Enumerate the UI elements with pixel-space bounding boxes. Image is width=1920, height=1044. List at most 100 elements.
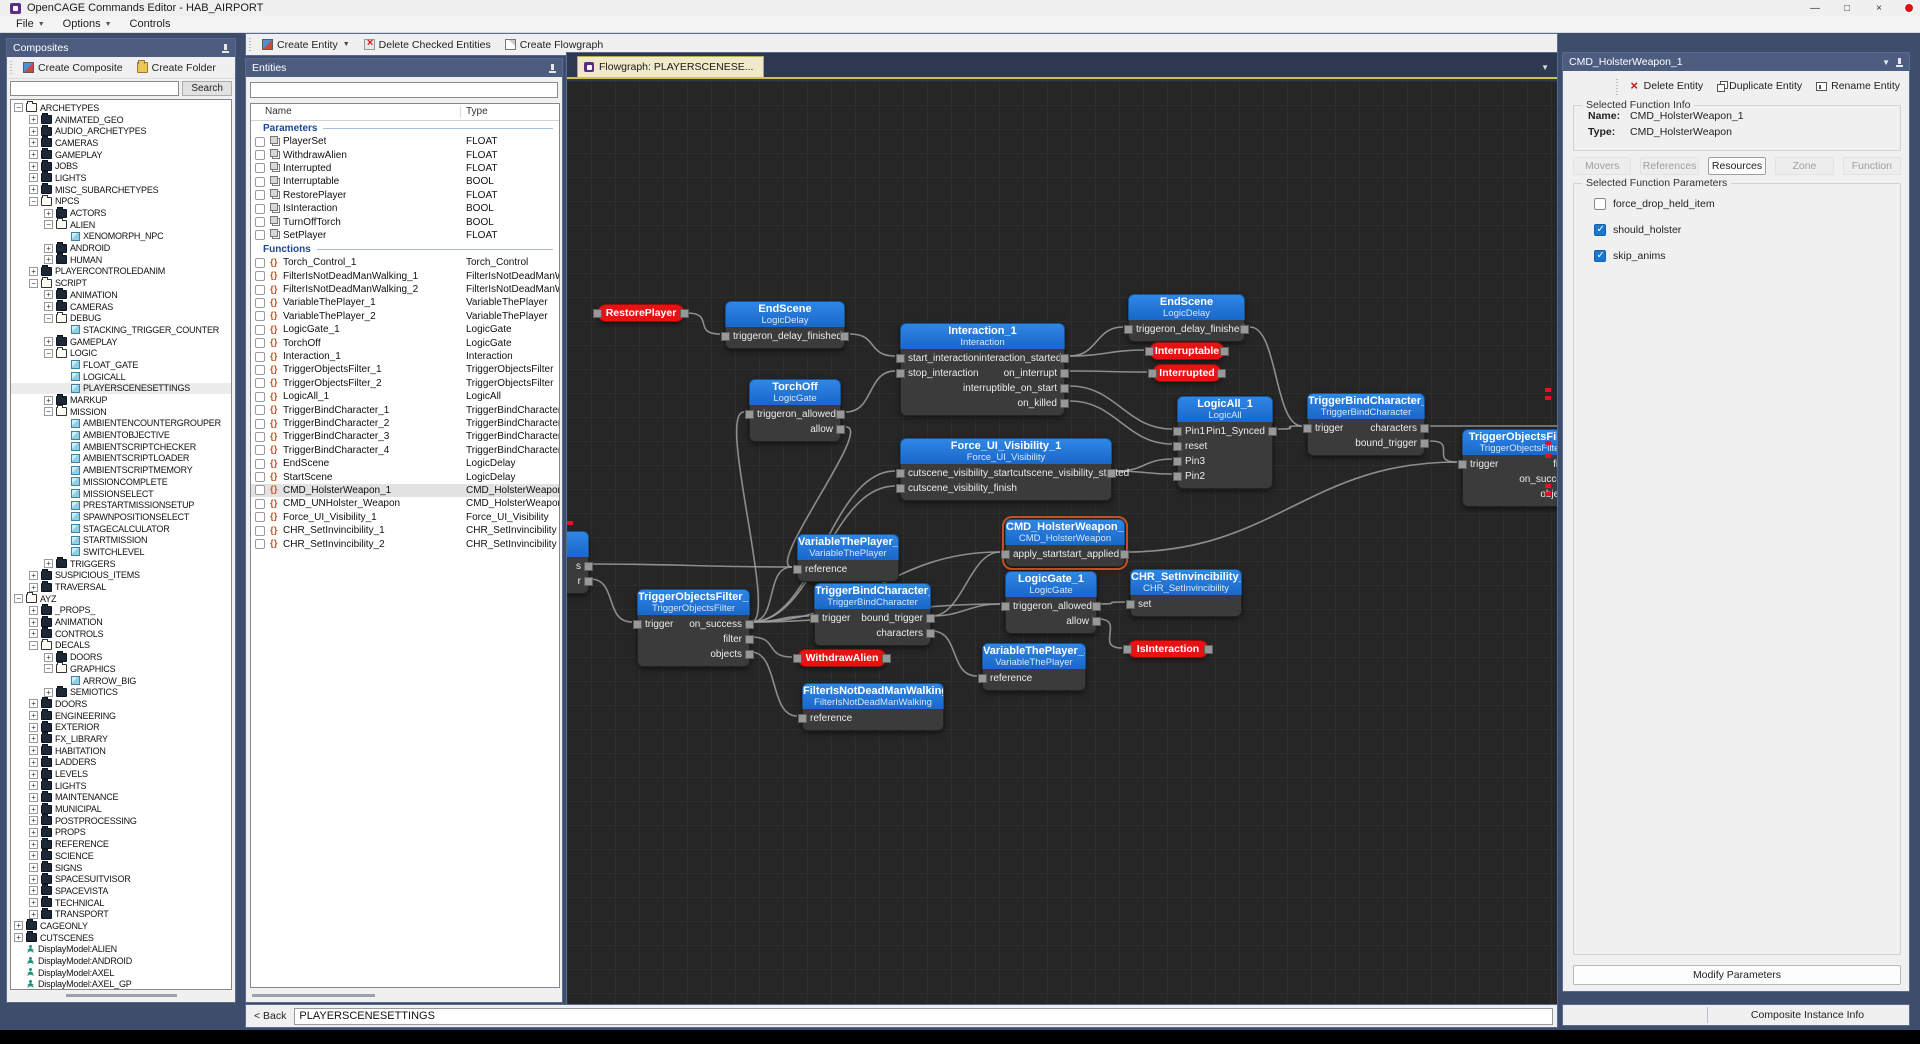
input-port[interactable] <box>1001 550 1010 559</box>
wire[interactable] <box>750 566 793 623</box>
tree-item[interactable]: +JOBS <box>11 159 231 172</box>
row-checkbox[interactable] <box>255 324 265 335</box>
tree-item[interactable]: +SEMIOTICS <box>11 685 231 698</box>
tree-item[interactable]: +ANIMATION <box>11 615 231 628</box>
output-port[interactable] <box>836 410 845 419</box>
composites-hscrollbar[interactable] <box>10 992 232 999</box>
tree-item[interactable]: +POSTPROCESSING <box>11 814 231 827</box>
input-port[interactable] <box>1173 457 1182 466</box>
collapse-minus-icon[interactable]: − <box>44 220 53 230</box>
input-port[interactable] <box>1001 602 1010 611</box>
tree-item[interactable]: +SIGNS <box>11 861 231 874</box>
delete-entity-button[interactable]: Delete Entity <box>1622 78 1711 94</box>
tree-item[interactable]: +SPACEVISTA <box>11 884 231 897</box>
input-port[interactable] <box>593 309 602 318</box>
expand-plus-icon[interactable]: + <box>29 757 38 767</box>
tree-item[interactable]: FLOAT_GATE <box>11 359 231 371</box>
input-port[interactable] <box>810 614 819 623</box>
close-button[interactable]: × <box>1876 2 1882 14</box>
entities-hscrollbar[interactable] <box>250 992 558 999</box>
output-port[interactable] <box>840 332 849 341</box>
tree-item[interactable]: +GAMEPLAY <box>11 148 231 161</box>
row-checkbox[interactable] <box>255 271 265 282</box>
flowgraph-parameter-pill[interactable]: WithdrawAlien <box>793 649 891 667</box>
expand-plus-icon[interactable]: + <box>29 115 38 125</box>
tree-item[interactable]: +TRANSPORT <box>11 907 231 920</box>
collapse-minus-icon[interactable]: − <box>44 664 53 674</box>
output-port[interactable] <box>882 654 891 663</box>
tree-item[interactable]: +ANDROID <box>11 241 231 254</box>
expand-plus-icon[interactable]: + <box>29 734 38 744</box>
wire[interactable] <box>1097 601 1126 605</box>
tree-item[interactable]: −NPCS <box>11 194 231 208</box>
tree-item[interactable]: +CAGEONLY <box>11 919 231 932</box>
pin-icon[interactable] <box>222 43 229 53</box>
wire[interactable] <box>589 578 633 623</box>
input-port[interactable] <box>1458 460 1467 469</box>
expand-plus-icon[interactable]: + <box>29 827 38 837</box>
wire[interactable] <box>1069 349 1145 357</box>
tree-item[interactable]: −LOGIC <box>11 346 231 359</box>
tree-item[interactable]: +LIGHTS <box>11 171 231 184</box>
expand-plus-icon[interactable]: + <box>29 605 38 615</box>
input-port[interactable] <box>1123 645 1132 654</box>
row-checkbox[interactable] <box>255 176 265 187</box>
tree-item[interactable]: +TRIGGERS <box>11 557 231 570</box>
tree-item[interactable]: PRESTARTMISSIONSETUP <box>11 499 231 511</box>
column-name[interactable]: Name <box>265 106 292 117</box>
row-checkbox[interactable] <box>255 539 265 550</box>
expand-plus-icon[interactable]: + <box>29 909 38 919</box>
toolbar-grip[interactable] <box>1614 77 1620 95</box>
output-port[interactable] <box>745 650 754 659</box>
expand-plus-icon[interactable]: + <box>29 161 38 171</box>
expand-plus-icon[interactable]: + <box>29 804 38 814</box>
expand-plus-icon[interactable]: + <box>29 886 38 896</box>
tree-item[interactable]: +PROPS <box>11 825 231 839</box>
row-checkbox[interactable] <box>255 150 265 161</box>
create-flowgraph-button[interactable]: Create Flowgraph <box>498 37 610 53</box>
tree-item[interactable]: PLAYERSCENESETTINGS <box>11 382 231 395</box>
toolbar-grip[interactable] <box>9 59 14 76</box>
row-checkbox[interactable] <box>255 217 265 228</box>
tab-function[interactable]: Function <box>1842 157 1902 175</box>
wire[interactable] <box>686 312 721 335</box>
row-checkbox[interactable] <box>255 163 265 174</box>
tab-references[interactable]: References <box>1640 157 1699 175</box>
tree-item[interactable]: DisplayModel:AXEL <box>11 967 231 979</box>
wire[interactable] <box>931 551 1001 617</box>
row-checkbox[interactable] <box>255 512 265 523</box>
tree-item[interactable]: AMBIENTOBJECTIVE <box>11 429 231 441</box>
wire[interactable] <box>1069 385 1173 430</box>
tree-item[interactable]: +PLAYERCONTROLEDANIM <box>11 264 231 278</box>
row-checkbox[interactable] <box>255 378 265 389</box>
wire[interactable] <box>1069 370 1148 373</box>
wire[interactable] <box>931 630 978 677</box>
tree-item[interactable]: −MISSION <box>11 405 231 418</box>
back-button[interactable]: < Back <box>254 1010 287 1022</box>
tree-item[interactable]: +TECHNICAL <box>11 896 231 909</box>
expand-plus-icon[interactable]: + <box>44 395 53 405</box>
expand-plus-icon[interactable]: + <box>29 173 38 183</box>
input-port[interactable] <box>896 354 905 363</box>
wire[interactable] <box>589 563 793 568</box>
checkbox-unchecked[interactable] <box>1594 198 1606 210</box>
input-port[interactable] <box>896 469 905 478</box>
create-folder-button[interactable]: Create Folder <box>130 60 223 76</box>
wire[interactable] <box>1429 440 1458 463</box>
output-port[interactable] <box>1060 399 1069 408</box>
output-port[interactable] <box>1240 325 1249 334</box>
flowgraph-node[interactable]: TriggerObjectsFilterTriggerObjectsFilter… <box>1458 429 1557 507</box>
create-composite-button[interactable]: Create Composite <box>16 60 130 76</box>
wire[interactable] <box>786 426 852 568</box>
tree-item[interactable]: +ANIMATION <box>11 288 231 301</box>
row-checkbox[interactable] <box>255 445 265 456</box>
